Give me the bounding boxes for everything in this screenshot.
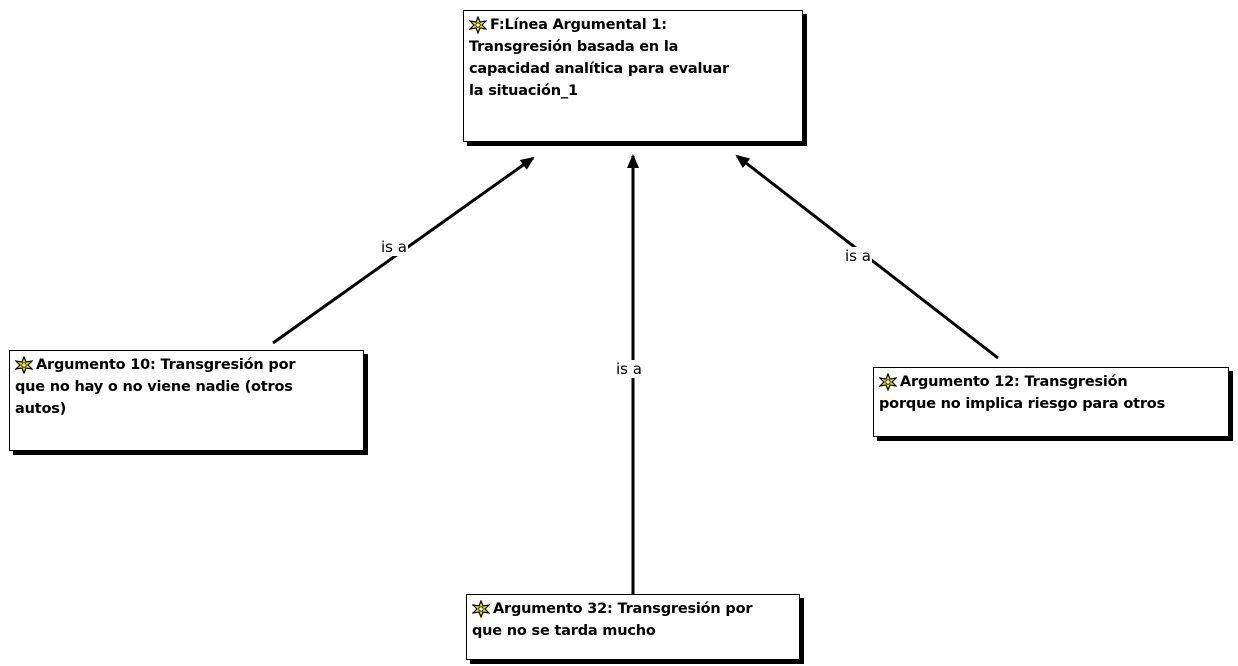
node-argumento-10-label: Argumento 10: Transgresión por que no ha…	[15, 357, 296, 417]
edge-label-arg10: is a	[380, 238, 408, 256]
node-root-label: F:Línea Argumental 1: Transgresión basad…	[469, 17, 729, 99]
family-icon	[879, 373, 897, 391]
node-argumento-12-label: Argumento 12: Transgresión porque no imp…	[879, 374, 1165, 412]
node-argumento-32-label: Argumento 32: Transgresión por que no se…	[472, 601, 753, 639]
family-icon	[472, 600, 490, 618]
node-argumento-32[interactable]: Argumento 32: Transgresión por que no se…	[466, 594, 800, 660]
edge-label-arg32: is a	[615, 360, 643, 378]
node-root[interactable]: F:Línea Argumental 1: Transgresión basad…	[463, 10, 803, 142]
node-argumento-10[interactable]: Argumento 10: Transgresión por que no ha…	[9, 350, 364, 451]
family-icon	[15, 356, 33, 374]
family-icon	[469, 16, 487, 34]
edge-label-arg12: is a	[844, 247, 872, 265]
node-argumento-12[interactable]: Argumento 12: Transgresión porque no imp…	[873, 367, 1229, 437]
